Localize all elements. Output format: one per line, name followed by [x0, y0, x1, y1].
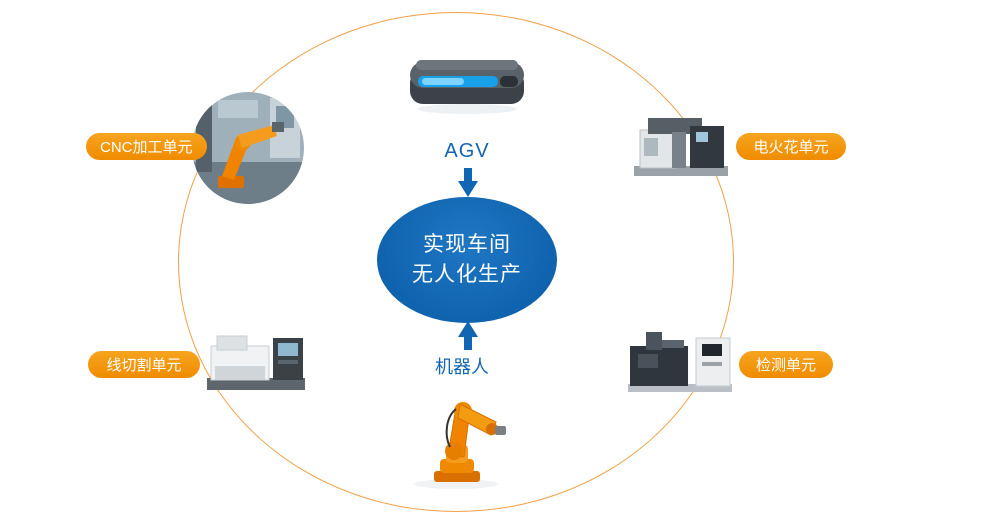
cnc-illustration — [192, 92, 304, 204]
edm-illustration — [634, 118, 728, 176]
agv-illustration — [410, 60, 524, 114]
robot-image — [398, 385, 513, 490]
center-node: 实现车间 无人化生产 — [377, 197, 557, 323]
wirecut-label: 线切割单元 — [88, 351, 200, 378]
arrow-up-icon — [458, 321, 478, 350]
center-line2: 无人化生产 — [412, 263, 522, 286]
robot-illustration — [414, 402, 506, 489]
cnc-photo — [192, 92, 304, 204]
edm-label: 电火花单元 — [736, 133, 846, 160]
inspection-image — [626, 328, 736, 396]
agv-label: AGV — [444, 140, 490, 162]
robot-label: 机器人 — [435, 357, 489, 377]
wirecut-image — [203, 326, 311, 396]
inspection-label: 检测单元 — [739, 351, 833, 378]
center-line1: 实现车间 — [423, 232, 511, 256]
wirecut-illustration — [207, 335, 305, 390]
inspection-illustration — [628, 332, 732, 392]
orbit-circle — [178, 12, 734, 512]
arrow-down-icon — [458, 168, 478, 197]
cnc-label: CNC加工单元 — [86, 133, 207, 160]
edm-image — [628, 110, 736, 182]
agv-image — [402, 42, 532, 117]
